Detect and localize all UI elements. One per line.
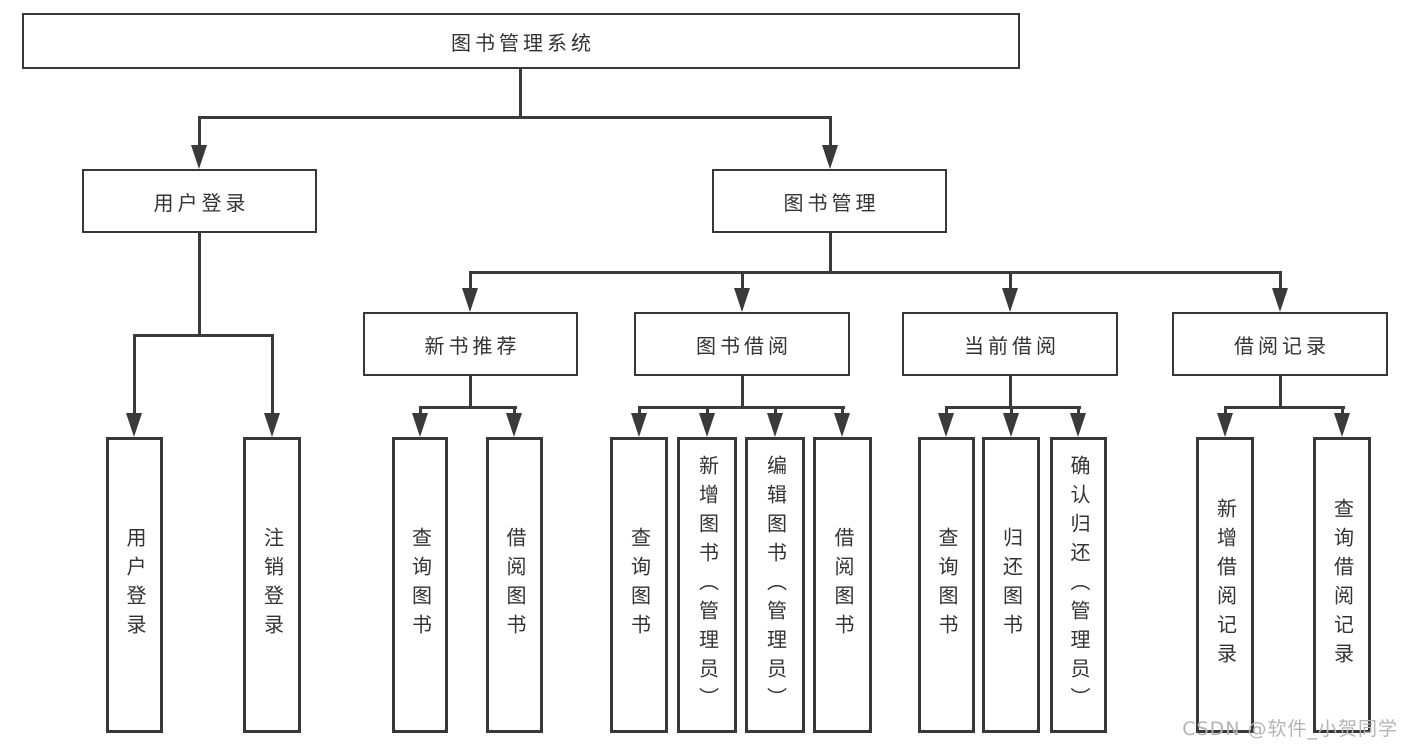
connector-drop	[133, 335, 136, 414]
connector-arrowhead	[767, 413, 783, 437]
connector-borrowing-bus	[638, 406, 845, 409]
connector-drop	[638, 407, 641, 414]
leaf-label: 确认归还（管理员）	[1067, 454, 1091, 716]
connector-drop	[1010, 407, 1013, 414]
leaf-query-books-current: 查询图书	[918, 437, 975, 733]
connector-new-book-bus	[419, 406, 517, 409]
leaf-query-books-borrowing: 查询图书	[610, 437, 668, 733]
connector-arrowhead	[734, 288, 750, 312]
node-label: 当前借阅	[964, 333, 1060, 358]
connector-drop	[1077, 407, 1080, 414]
connector-drop	[1009, 272, 1012, 289]
connector-arrowhead	[1070, 413, 1086, 437]
leaf-label: 查询图书	[408, 527, 433, 643]
connector-drop	[1279, 272, 1282, 289]
connector-user-login-bus	[133, 334, 274, 337]
connector-arrowhead	[631, 413, 647, 437]
node-current-borrowing: 当前借阅	[902, 312, 1118, 376]
leaf-query-books-recommend: 查询图书	[392, 437, 448, 733]
connector-drop	[706, 407, 709, 414]
connector-drop	[419, 407, 422, 414]
connector-current-bus	[945, 406, 1081, 409]
connector-arrowhead	[1003, 413, 1019, 437]
node-borrow-records: 借阅记录	[1172, 312, 1388, 376]
connector-drop	[198, 117, 201, 146]
connector-root-stem	[519, 69, 522, 118]
connector-drop	[1341, 407, 1344, 414]
node-book-management: 图书管理	[712, 169, 947, 233]
connector-level1-bus	[198, 116, 832, 119]
connector-arrowhead	[1272, 288, 1288, 312]
node-user-login: 用户登录	[82, 169, 317, 233]
leaf-label: 查询借阅记录	[1330, 498, 1355, 672]
node-label: 图书管理系统	[451, 30, 595, 55]
leaf-label: 新增图书（管理员）	[695, 454, 720, 716]
connector-drop	[774, 407, 777, 414]
connector-level3-bus	[469, 271, 1282, 274]
leaf-logout: 注销登录	[243, 437, 301, 733]
leaf-borrow-books-recommend: 借阅图书	[486, 437, 543, 733]
node-label: 新书推荐	[424, 333, 521, 358]
connector-new-book-stem	[469, 376, 472, 409]
connector-borrowing-stem	[741, 376, 744, 409]
leaf-user-login: 用户登录	[106, 437, 163, 733]
connector-arrowhead	[822, 145, 838, 169]
leaf-add-book-admin: 新增图书（管理员）	[677, 437, 737, 733]
connector-arrowhead	[462, 288, 478, 312]
leaf-label: 借阅图书	[831, 527, 855, 643]
leaf-label: 借阅图书	[503, 527, 527, 643]
leaf-return-book: 归还图书	[982, 437, 1040, 733]
connector-arrowhead	[1334, 413, 1350, 437]
node-book-borrowing: 图书借阅	[634, 312, 850, 376]
connector-drop	[841, 407, 844, 414]
watermark: CSDN @软件_小贺同学	[1182, 718, 1398, 740]
leaf-borrow-books: 借阅图书	[813, 437, 872, 733]
leaf-label: 查询图书	[935, 527, 959, 643]
node-library-management-system: 图书管理系统	[22, 13, 1020, 69]
connector-drop	[469, 272, 472, 289]
leaf-label: 编辑图书（管理员）	[763, 454, 788, 716]
leaf-query-borrow-record: 查询借阅记录	[1313, 437, 1371, 733]
connector-drop	[271, 335, 274, 414]
connector-arrowhead	[264, 413, 280, 437]
connector-user-login-stem	[198, 233, 201, 337]
connector-arrowhead	[699, 413, 715, 437]
connector-arrowhead	[1002, 288, 1018, 312]
connector-arrowhead	[1217, 413, 1233, 437]
connector-arrowhead	[506, 413, 522, 437]
node-label: 图书借阅	[696, 333, 792, 358]
connector-arrowhead	[412, 413, 428, 437]
connector-drop	[1224, 407, 1227, 414]
leaf-label: 新增借阅记录	[1213, 498, 1238, 672]
node-label: 用户登录	[153, 190, 250, 215]
leaf-edit-book-admin: 编辑图书（管理员）	[745, 437, 805, 733]
connector-drop	[741, 272, 744, 289]
node-label: 借阅记录	[1234, 333, 1330, 358]
leaf-add-borrow-record: 新增借阅记录	[1196, 437, 1254, 733]
connector-book-mgmt-stem	[829, 233, 832, 274]
connector-drop	[829, 117, 832, 146]
connector-arrowhead	[126, 413, 142, 437]
leaf-label: 查询图书	[627, 527, 652, 643]
connector-current-stem	[1009, 376, 1012, 409]
connector-records-stem	[1279, 376, 1282, 409]
leaf-label: 注销登录	[260, 527, 285, 643]
leaf-label: 归还图书	[999, 527, 1024, 643]
node-label: 图书管理	[783, 190, 880, 215]
connector-records-bus	[1224, 406, 1345, 409]
connector-arrowhead	[938, 413, 954, 437]
leaf-label: 用户登录	[123, 527, 147, 643]
node-new-book-recommend: 新书推荐	[363, 312, 578, 376]
connector-arrowhead	[834, 413, 850, 437]
connector-drop	[513, 407, 516, 414]
leaf-confirm-return-admin: 确认归还（管理员）	[1050, 437, 1107, 733]
connector-arrowhead	[191, 145, 207, 169]
connector-drop	[945, 407, 948, 414]
